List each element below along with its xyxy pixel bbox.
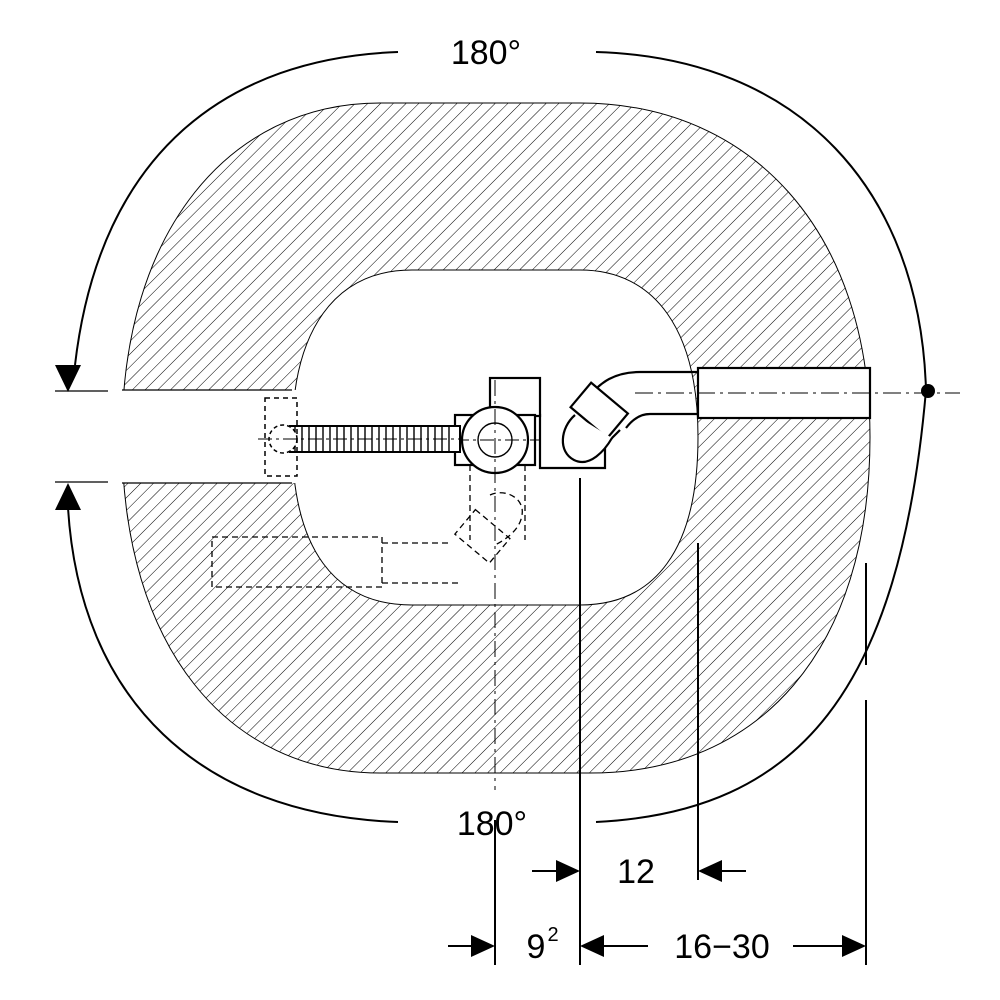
dimension-lines [448,478,867,965]
bottom-rotation-arc [67,389,927,823]
elbow-connector [530,381,630,470]
pipe-axis-point [921,384,935,398]
valve-body [453,376,542,790]
arrow-up-icon [55,483,81,510]
drain-pipe [587,366,960,429]
dimension-12-label: 12 [617,853,655,891]
hose-end-fitting [258,397,460,477]
top-angle-label: 180° [451,34,521,72]
arrow-down-icon [55,365,81,392]
alternative-position-outline [211,465,526,588]
dimension-arrowheads [471,860,866,957]
hatched-ring [121,102,871,774]
dimension-9-label: 9 [527,928,546,966]
top-rotation-arc [74,51,927,391]
gap-reference-lines [55,390,108,483]
ring-edges [122,389,292,484]
bottom-angle-label: 180° [457,805,527,843]
dimension-range-label: 16−30 [674,928,770,966]
dimension-9-superscript: 2 [547,924,558,946]
